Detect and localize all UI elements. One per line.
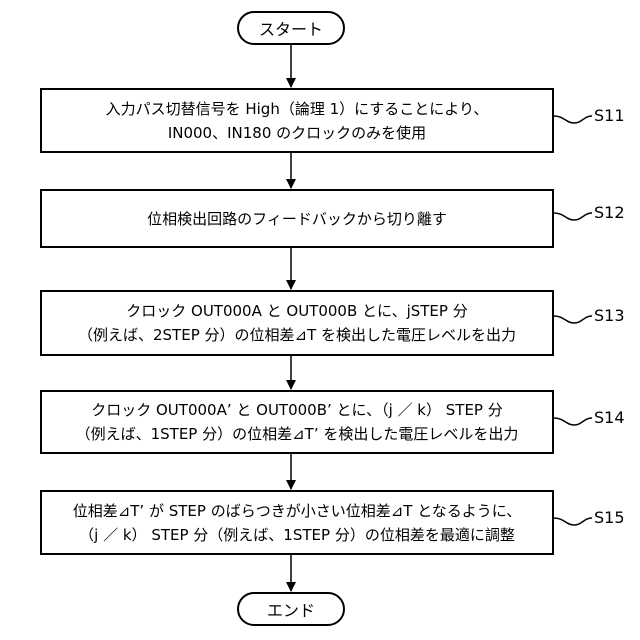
step-label-s13: S13 <box>594 306 625 326</box>
step-s14-line-2: （例えば、1STEP 分）の位相差⊿T’ を検出した電圧レベルを出力 <box>76 422 519 446</box>
step-s11-line-1: 入力パス切替信号を High（論理 1）にすることにより、 <box>106 97 489 121</box>
leader-s11 <box>554 116 592 123</box>
step-label-s12: S12 <box>594 203 625 223</box>
step-box-s11: 入力パス切替信号を High（論理 1）にすることにより、 IN000、IN18… <box>40 88 554 153</box>
leader-s12 <box>554 213 592 220</box>
step-s15-line-2: （j ／ k） STEP 分（例えば、1STEP 分）の位相差を最適に調整 <box>79 523 515 547</box>
step-label-s11: S11 <box>594 106 625 126</box>
step-s11-line-2: IN000、IN180 のクロックのみを使用 <box>168 121 426 145</box>
step-box-s15: 位相差⊿T’ が STEP のばらつきが小さい位相差⊿T となるように、 （j … <box>40 490 554 555</box>
step-s13-line-2: （例えば、2STEP 分）の位相差⊿T を検出した電圧レベルを出力 <box>78 323 516 347</box>
leader-s14 <box>554 418 592 425</box>
step-box-s13: クロック OUT000A と OUT000B とに、jSTEP 分 （例えば、2… <box>40 290 554 356</box>
step-label-s15: S15 <box>594 508 625 528</box>
step-label-s14: S14 <box>594 408 625 428</box>
end-terminal: エンド <box>237 592 345 626</box>
leader-s15 <box>554 518 592 525</box>
step-box-s14: クロック OUT000A’ と OUT000B’ とに、（j ／ k） STEP… <box>40 390 554 454</box>
step-s12-line-1: 位相検出回路のフィードバックから切り離す <box>147 207 447 231</box>
step-s13-line-1: クロック OUT000A と OUT000B とに、jSTEP 分 <box>126 299 467 323</box>
step-box-s12: 位相検出回路のフィードバックから切り離す <box>40 189 554 248</box>
step-s14-line-1: クロック OUT000A’ と OUT000B’ とに、（j ／ k） STEP… <box>91 398 503 422</box>
start-terminal: スタート <box>237 11 345 45</box>
start-label: スタート <box>259 16 323 40</box>
end-label: エンド <box>267 597 315 621</box>
leader-s13 <box>554 316 592 323</box>
step-s15-line-1: 位相差⊿T’ が STEP のばらつきが小さい位相差⊿T となるように、 <box>73 499 522 523</box>
